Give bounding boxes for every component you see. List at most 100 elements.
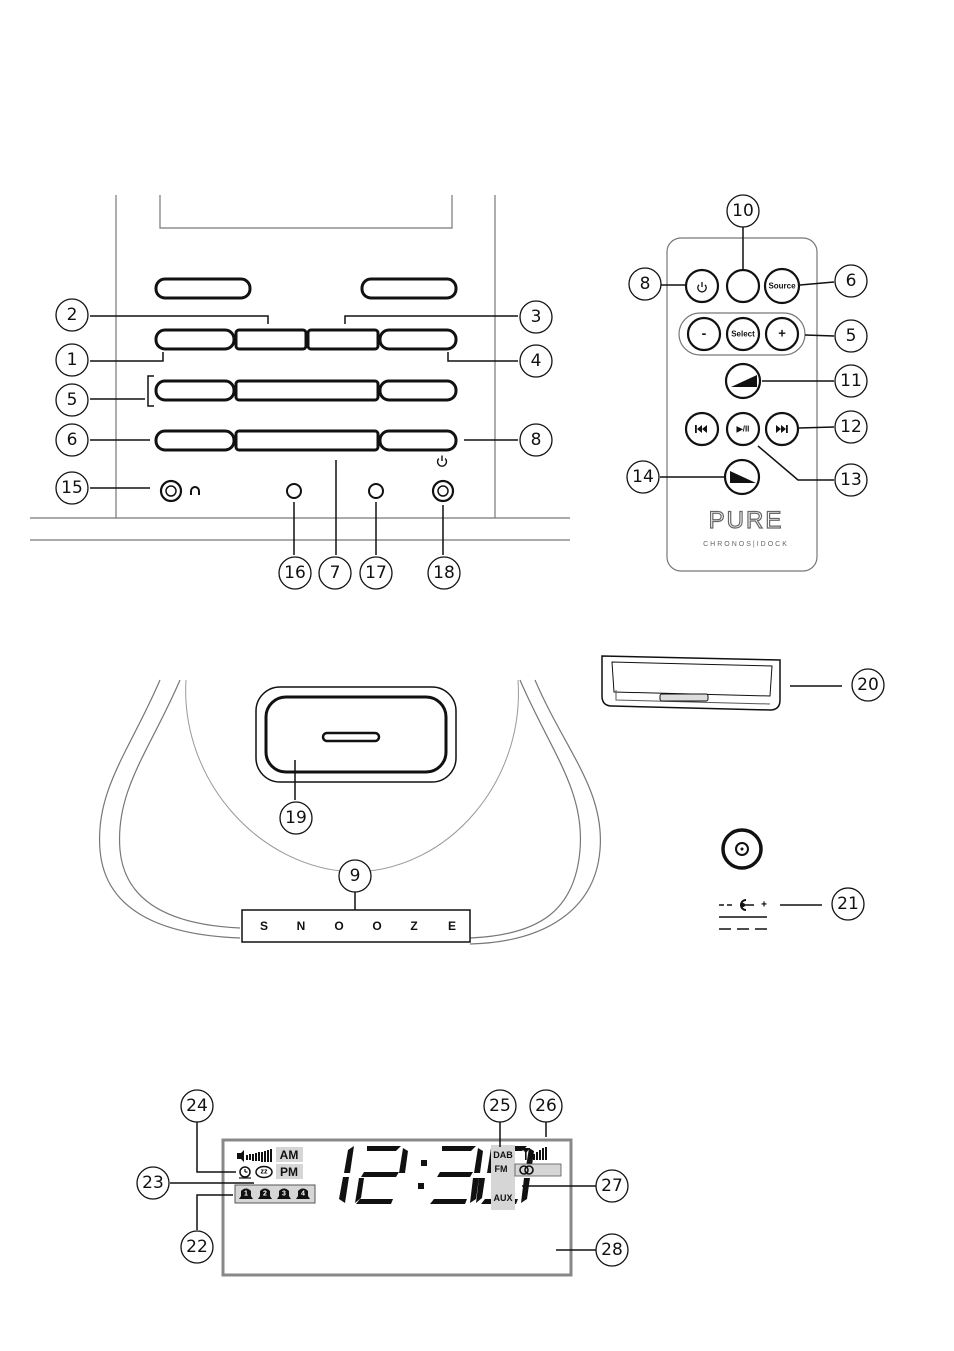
- svg-text:17: 17: [365, 563, 387, 583]
- fm-indicator: FM: [495, 1164, 508, 1174]
- remote-model: CHRONOS|IDOCK: [703, 541, 789, 548]
- top-right-button[interactable]: [362, 279, 456, 298]
- svg-text:8: 8: [531, 430, 542, 450]
- svg-text:+: +: [761, 900, 767, 911]
- callout-24: 24: [181, 1090, 213, 1122]
- remote-control: Source - Select + ▶/II PURE CHRONOS|IDOC…: [660, 226, 834, 571]
- svg-text:E: E: [448, 919, 456, 933]
- callout-27: 27: [596, 1170, 628, 1202]
- svg-text:13: 13: [840, 470, 862, 490]
- snooze-bar[interactable]: [242, 910, 470, 942]
- svg-text:O: O: [334, 919, 343, 933]
- svg-text:12: 12: [840, 417, 862, 437]
- button-5-left[interactable]: [156, 381, 234, 400]
- svg-text:1: 1: [67, 350, 78, 370]
- svg-text:3: 3: [531, 307, 542, 327]
- button-5-center[interactable]: [236, 381, 378, 400]
- remote-brand: PURE: [709, 507, 784, 534]
- unit-top-view: S N O O Z E: [100, 680, 601, 944]
- svg-text:19: 19: [285, 808, 307, 828]
- button-3[interactable]: [308, 330, 378, 349]
- callout-10: 10: [727, 195, 759, 227]
- svg-text:14: 14: [632, 467, 654, 487]
- svg-text:Z: Z: [410, 919, 417, 933]
- svg-text:3: 3: [282, 1191, 286, 1198]
- callout-5-remote: 5: [835, 320, 867, 352]
- svg-text:15: 15: [61, 478, 83, 498]
- callout-1: 1: [56, 344, 88, 376]
- button-8[interactable]: [380, 431, 456, 450]
- svg-text:8: 8: [640, 274, 651, 294]
- dc-power-socket[interactable]: [723, 830, 761, 868]
- button-6[interactable]: [156, 431, 234, 450]
- button-2[interactable]: [236, 330, 306, 349]
- am-indicator: AM: [280, 1148, 299, 1162]
- remote-select-label: Select: [731, 330, 755, 339]
- svg-text:20: 20: [857, 675, 879, 695]
- callout-19: 19: [280, 802, 312, 834]
- svg-text:24: 24: [186, 1096, 208, 1116]
- callout-22: 22: [181, 1231, 213, 1263]
- svg-text:O: O: [372, 919, 381, 933]
- remote-plus-label: +: [778, 326, 786, 341]
- remote-play-pause-label: ▶/II: [736, 425, 750, 434]
- callout-16: 16: [279, 557, 311, 589]
- svg-text:2: 2: [67, 305, 78, 325]
- power-button-18[interactable]: [433, 481, 453, 501]
- svg-text:22: 22: [186, 1237, 208, 1257]
- svg-text:26: 26: [535, 1096, 557, 1116]
- svg-text:S: S: [260, 919, 268, 933]
- callout-5: 5: [56, 384, 88, 416]
- svg-text:27: 27: [601, 1176, 623, 1196]
- callout-2: 2: [56, 299, 88, 331]
- remote-minus-label: -: [702, 325, 707, 341]
- callout-17: 17: [360, 557, 392, 589]
- callout-15: 15: [56, 472, 88, 504]
- svg-text:10: 10: [732, 201, 754, 221]
- callout-23: 23: [137, 1167, 169, 1199]
- button-5-right[interactable]: [380, 381, 456, 400]
- remote-button-10[interactable]: [727, 270, 759, 302]
- dc-polarity-icon: +: [719, 900, 822, 930]
- callout-28: 28: [596, 1234, 628, 1266]
- callout-8: 8: [520, 424, 552, 456]
- svg-text:4: 4: [301, 1191, 305, 1198]
- svg-text:5: 5: [67, 390, 78, 410]
- callout-8-remote: 8: [629, 268, 661, 300]
- unit-front-panel: [30, 195, 570, 555]
- callout-12: 12: [835, 411, 867, 443]
- svg-text:7: 7: [330, 563, 341, 583]
- svg-text:25: 25: [489, 1096, 511, 1116]
- callout-7: 7: [319, 557, 351, 589]
- svg-text:9: 9: [350, 866, 361, 886]
- callout-4: 4: [520, 345, 552, 377]
- callout-6-remote: 6: [835, 265, 867, 297]
- svg-text:11: 11: [840, 371, 862, 391]
- callout-9: 9: [339, 860, 371, 892]
- top-left-button[interactable]: [156, 279, 250, 298]
- svg-text:23: 23: [142, 1173, 164, 1193]
- callout-13: 13: [835, 464, 867, 496]
- svg-text:6: 6: [846, 271, 857, 291]
- dab-indicator: DAB: [493, 1150, 513, 1160]
- svg-text:21: 21: [837, 894, 859, 914]
- callout-11: 11: [835, 365, 867, 397]
- svg-text:4: 4: [531, 351, 542, 371]
- headphone-icon: [191, 487, 199, 495]
- button-4[interactable]: [380, 330, 456, 349]
- svg-text:1: 1: [244, 1191, 248, 1198]
- svg-text:zz: zz: [261, 1169, 269, 1176]
- svg-text:18: 18: [433, 563, 455, 583]
- callout-18: 18: [428, 557, 460, 589]
- button-7[interactable]: [236, 431, 378, 450]
- callout-20: 20: [852, 669, 884, 701]
- lcd-display: AM PM zz 1 2 3 4: [170, 1122, 596, 1275]
- callout-14: 14: [627, 461, 659, 493]
- aux-indicator: AUX: [493, 1193, 512, 1203]
- callout-26: 26: [530, 1090, 562, 1122]
- callout-3: 3: [520, 301, 552, 333]
- headphone-socket[interactable]: [161, 481, 181, 501]
- dock-insert: [602, 656, 842, 710]
- button-1[interactable]: [156, 330, 234, 349]
